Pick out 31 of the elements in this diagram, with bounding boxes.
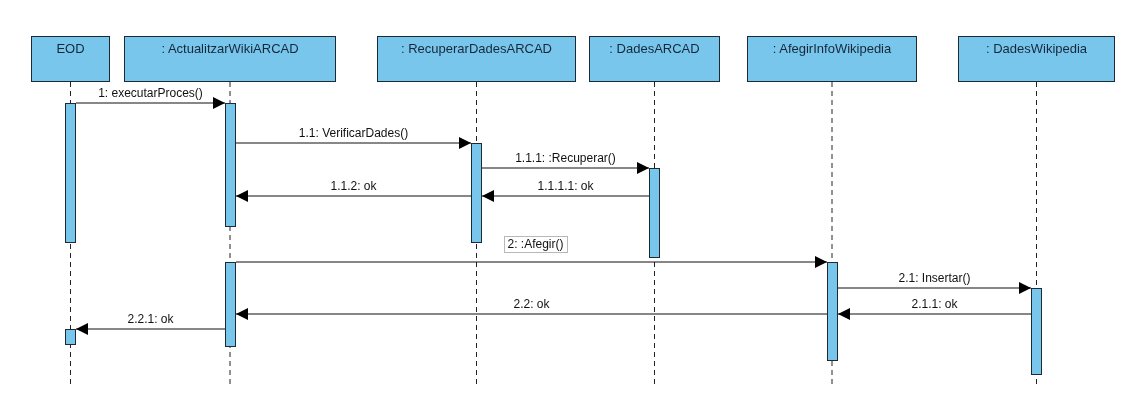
message-arrow [235,190,472,202]
lifeline-header [377,36,576,82]
lifeline-header [958,36,1115,82]
object-name: : DadesARCAD [609,41,700,57]
message-arrow [481,190,650,202]
activation-bar [1031,288,1042,375]
lifeline-header [589,36,720,82]
message-arrow [75,323,226,335]
lifeline-header [31,36,110,82]
activation-bar [65,329,76,345]
lifeline-header [124,36,336,82]
activation-bar [225,262,236,347]
message-arrow [235,256,828,268]
activation-bar [471,143,482,243]
message-arrow [837,282,1032,294]
message-arrow [75,97,226,109]
edge-label: 2: :Afegir() [503,236,568,253]
object-name: : DadesWikipedia [985,41,1088,57]
activation-bar [649,168,660,258]
object-name: : RecuperarDadesARCAD [401,41,552,57]
activation-bar [65,103,76,243]
object-name: : AfegirInfoWikipedia [772,41,892,57]
object-name: : ActualitzarWikiARCAD [161,41,299,57]
object-name: EOD [56,41,85,57]
message-arrow [235,137,472,149]
lifeline-header [747,36,917,82]
activation-bar [225,103,236,227]
message-arrow [481,162,650,174]
message-arrow [837,308,1032,320]
message-arrow [235,308,828,320]
activation-bar [827,262,838,361]
